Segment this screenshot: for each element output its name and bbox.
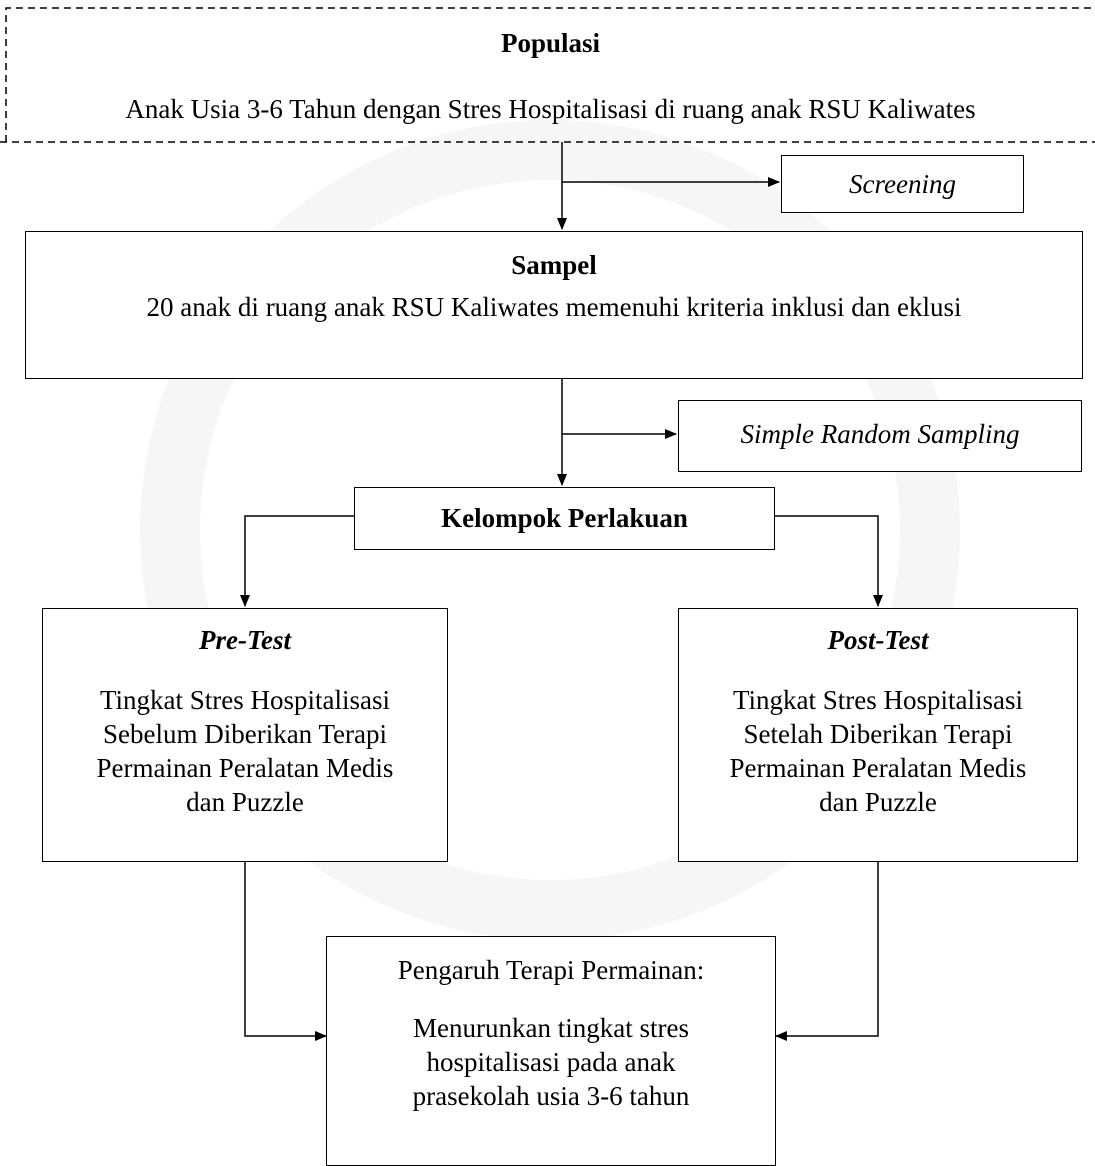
arrow-kelompok-to-pretest — [240, 515, 354, 607]
arrow-pretest-to-pengaruh — [244, 862, 327, 1041]
pengaruh-line: hospitalisasi pada anak — [426, 1047, 676, 1077]
arrow-posttest-to-pengaruh — [775, 862, 879, 1041]
pretest-line: Sebelum Diberikan Terapi — [102, 719, 388, 749]
pengaruh-title: Pengaruh Terapi Permainan: — [397, 955, 705, 985]
pretest-line: Tingkat Stres Hospitalisasi — [99, 685, 391, 715]
posttest-line: dan Puzzle — [819, 787, 937, 817]
posttest-line: Permainan Peralatan Medis — [729, 753, 1027, 783]
populasi-title: Populasi — [500, 28, 601, 58]
pretest-line: dan Puzzle — [186, 787, 304, 817]
pretest-title: Pre-Test — [199, 625, 291, 655]
screening-label: Screening — [849, 169, 956, 199]
pretest-box: Pre-Test Tingkat Stres Hospitalisasi Seb… — [42, 608, 448, 862]
populasi-box: Populasi Anak Usia 3-6 Tahun dengan Stre… — [6, 8, 1095, 142]
posttest-box: Post-Test Tingkat Stres Hospitalisasi Se… — [678, 608, 1078, 862]
sampel-title: Sampel — [511, 250, 597, 280]
populasi-text: Anak Usia 3-6 Tahun dengan Stres Hospita… — [125, 94, 976, 124]
sampling-box: Simple Random Sampling — [678, 400, 1082, 472]
kelompok-label: Kelompok Perlakuan — [441, 503, 688, 533]
populasi-dashed-frame — [5, 7, 1093, 142]
kelompok-box: Kelompok Perlakuan — [354, 487, 775, 550]
sampel-text: 20 anak di ruang anak RSU Kaliwates meme… — [146, 292, 962, 322]
posttest-line: Tingkat Stres Hospitalisasi — [732, 685, 1024, 715]
pengaruh-line: prasekolah usia 3-6 tahun — [412, 1081, 690, 1111]
screening-box: Screening — [781, 155, 1024, 213]
pengaruh-body: Menurunkan tingkat stres hospitalisasi p… — [327, 1011, 775, 1113]
sampling-label: Simple Random Sampling — [740, 419, 1020, 449]
pengaruh-box: Pengaruh Terapi Permainan: Menurunkan ti… — [326, 936, 776, 1166]
posttest-title: Post-Test — [827, 625, 929, 655]
sampel-box: Sampel 20 anak di ruang anak RSU Kaliwat… — [25, 231, 1083, 379]
arrow-kelompok-to-posttest — [775, 515, 883, 607]
pretest-line: Permainan Peralatan Medis — [96, 753, 394, 783]
posttest-body: Tingkat Stres Hospitalisasi Setelah Dibe… — [679, 683, 1077, 819]
posttest-line: Setelah Diberikan Terapi — [743, 719, 1013, 749]
pengaruh-line: Menurunkan tingkat stres — [413, 1013, 689, 1043]
pretest-body: Tingkat Stres Hospitalisasi Sebelum Dibe… — [43, 683, 447, 819]
